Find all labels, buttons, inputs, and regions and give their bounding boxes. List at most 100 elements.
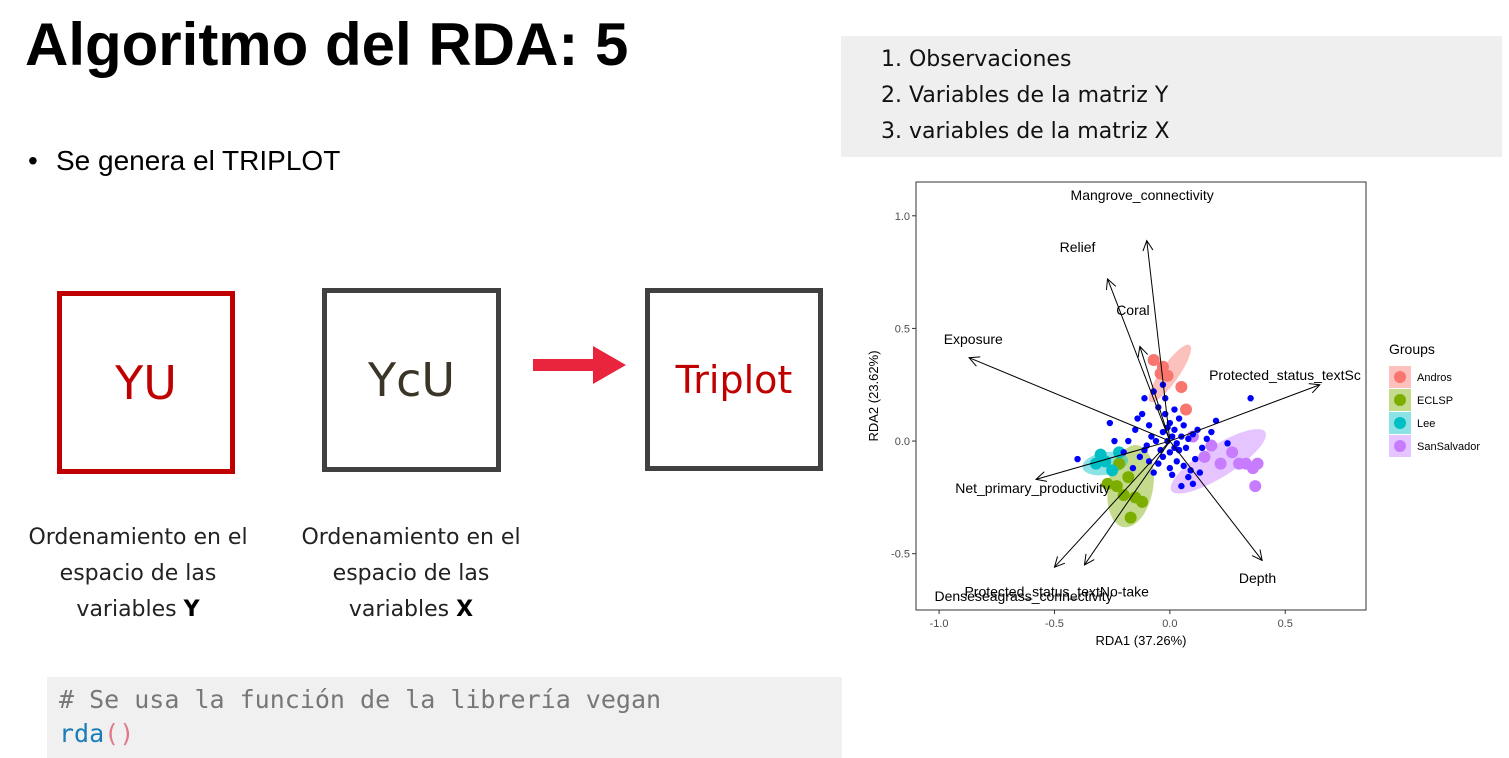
observation-point [1145,458,1153,465]
observation-point [1150,469,1157,476]
box-ycu-label: YcU [367,353,456,407]
biplot-arrow-label: Protected_status_textSc [1209,367,1361,383]
caption-x-text: Ordenamiento en el espacio de las variab… [301,525,521,622]
observation-point [1189,480,1197,488]
observation-point [1198,444,1206,452]
caption-y-variable: Y [183,597,200,622]
slide-title: Algoritmo del RDA: 5 [25,11,629,78]
right-arrow-icon [533,346,626,384]
observation-point [1178,482,1185,490]
observation-point [1171,406,1178,413]
legend-list-box: 1. Observaciones 2. Variables de la matr… [841,36,1502,157]
group-point [1175,380,1188,393]
box-yu: YU [57,291,235,474]
biplot-arrow [1169,440,1262,560]
caption-y: Ordenamiento en el espacio de las variab… [18,520,258,628]
biplot-arrow-label: Coral [1116,302,1149,318]
group-point [1124,511,1137,524]
legend-label: ECLSP [1417,395,1453,407]
group-point [1249,480,1262,493]
group-point [1198,450,1211,463]
group-point [1094,448,1107,461]
code-parens: () [104,719,135,748]
biplot-arrow [1140,346,1171,442]
code-comment: # Se usa la función de la librería vegan [59,685,662,714]
legend-key-dot [1394,394,1406,406]
observation-point [1171,426,1178,433]
biplot-arrow-label: Net_primary_productivity [955,480,1110,496]
bullet-dot-icon: • [28,145,38,176]
observation-point [1224,440,1231,447]
observation-point [1168,433,1176,440]
observation-point [1166,464,1174,472]
legend-list: 1. Observaciones 2. Variables de la matr… [881,42,1502,150]
observation-point [1136,453,1144,461]
box-ycu: YcU [322,288,501,472]
observation-point [1106,419,1114,427]
biplot-arrow [1084,440,1171,565]
observation-point [1152,437,1160,445]
observation-point [1212,417,1220,424]
observation-point [1111,437,1118,445]
legend-title: Groups [1389,341,1435,357]
observation-point [1208,428,1215,436]
legend-list-item: 1. Observaciones [881,47,1072,72]
group-point [1090,457,1102,470]
observation-point [1180,462,1187,470]
observation-point [1247,395,1254,402]
biplot-arrow-label: Protected_status_textNo-take [964,583,1149,599]
triplot-chart: ExposureMangrove_connectivityReliefCoral… [866,181,1480,648]
group-point [1136,495,1149,508]
caption-y-text: Ordenamiento en el espacio de las variab… [28,525,248,622]
observation-point [1145,422,1153,429]
observation-point [1187,467,1194,474]
box-yu-label: YU [115,355,177,410]
group-point [1106,464,1119,477]
plot-content: ExposureMangrove_connectivityReliefCoral… [934,187,1360,604]
biplot-arrow [1108,279,1171,442]
observation-point [1148,433,1155,440]
observation-point [1180,422,1187,429]
box-triplot-label: Triplot [675,357,793,402]
biplot-arrow [1169,385,1320,442]
observation-point [1129,464,1137,472]
group-point [1205,439,1218,452]
legend-list-item: 2. Variables de la matriz Y [881,83,1169,108]
x-tick-label: -1.0 [930,618,949,630]
observation-point [1134,415,1141,422]
biplot-arrow [1036,440,1170,479]
plot-panel [915,181,1367,611]
x-tick-label: 0.0 [1162,618,1177,630]
group-point [1122,471,1135,484]
observation-point [1173,458,1180,465]
observation-point [1185,435,1192,442]
observation-point [1157,446,1164,454]
x-tick-label: -0.5 [1045,618,1064,630]
observation-point [1074,455,1081,463]
observation-point [1203,435,1210,442]
observation-point [1196,469,1204,476]
biplot-arrow [1054,440,1171,567]
legend-label: SanSalvador [1417,441,1480,453]
group-point [1117,489,1130,502]
code-block: # Se usa la función de la librería vegan… [47,677,842,758]
caption-x-variable: X [456,597,474,622]
observation-point [1159,453,1167,461]
biplot-arrow-label: Exposure [944,331,1003,347]
observation-point [1185,473,1192,481]
observation-point [1168,471,1176,479]
y-tick-label: -0.5 [891,549,910,561]
biplot-arrow-label: Depth [1239,570,1276,586]
group-point [1161,369,1174,382]
group-point [1156,360,1169,373]
code-function: rda [59,719,105,748]
observation-point [1182,444,1190,452]
group-point [1251,457,1264,470]
observation-point [1159,428,1167,436]
group-point [1214,457,1227,470]
legend-key-dot [1394,440,1406,452]
caption-x: Ordenamiento en el espacio de las variab… [291,520,531,628]
biplot-arrow [969,358,1171,442]
observation-point [1132,426,1139,433]
bullet-text: Se genera el TRIPLOT [56,145,341,176]
